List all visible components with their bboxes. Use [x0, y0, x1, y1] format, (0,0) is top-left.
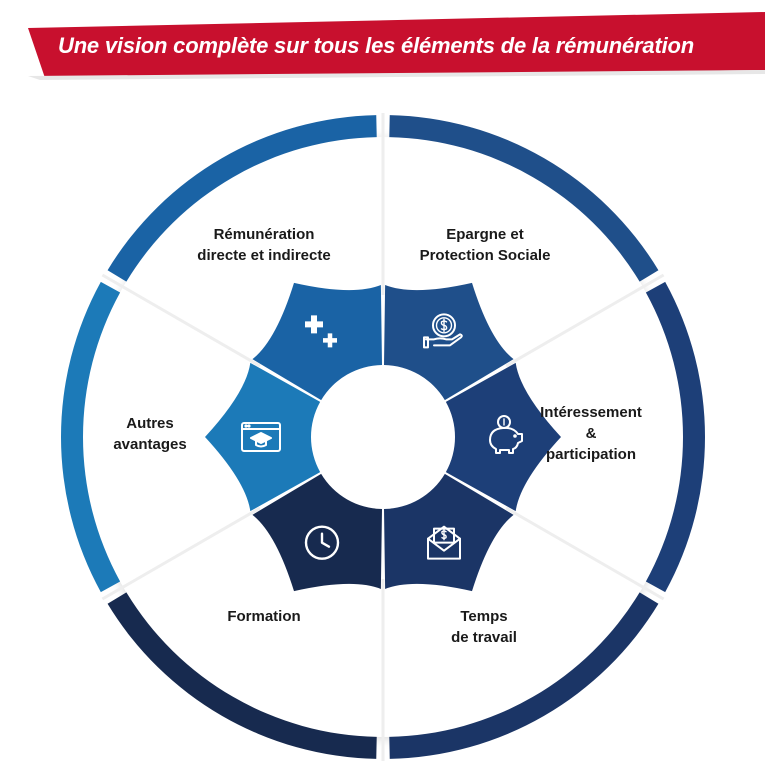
hub-sector-epargne	[445, 362, 561, 512]
label-interessement: Intéressement & participation	[540, 404, 642, 463]
plus-icon	[305, 315, 337, 348]
segment-divider	[101, 273, 261, 368]
label-formation: Formation	[227, 608, 301, 625]
ring-arc-remuneration	[389, 115, 659, 282]
dollar-hand-icon	[423, 313, 463, 349]
ring-arc-interessement	[389, 592, 659, 759]
label-remuneration: Rémunération directe et indirecte	[197, 226, 331, 264]
title-banner	[28, 12, 765, 80]
banner-shadow	[28, 70, 765, 80]
ring-arc-temps	[107, 592, 377, 759]
label-temps: Temps de travail	[451, 608, 517, 646]
hub-sector-temps	[252, 473, 382, 592]
ring-arc-autres	[107, 115, 377, 282]
segment-divider	[101, 506, 261, 601]
label-autres: Autres avantages	[113, 415, 187, 453]
money-envelope-icon	[427, 525, 461, 560]
ring-arc-formation	[60, 281, 121, 593]
segment-divider	[505, 506, 665, 601]
hub-sector-autres	[252, 282, 382, 401]
graduation-screen-icon	[241, 422, 281, 452]
piggy-bank-icon	[489, 415, 523, 454]
clock-icon	[304, 525, 340, 560]
banner-shape	[28, 12, 765, 78]
label-epargne: Epargne et Protection Sociale	[419, 226, 551, 264]
hub-sector-interessement	[384, 473, 514, 592]
hub-sector-remuneration	[384, 282, 514, 401]
ring-arc-epargne	[645, 281, 706, 593]
banner-title: Une vision complète sur tous les élément…	[58, 33, 694, 58]
segment-divider	[505, 273, 665, 368]
center-hub	[313, 367, 453, 507]
